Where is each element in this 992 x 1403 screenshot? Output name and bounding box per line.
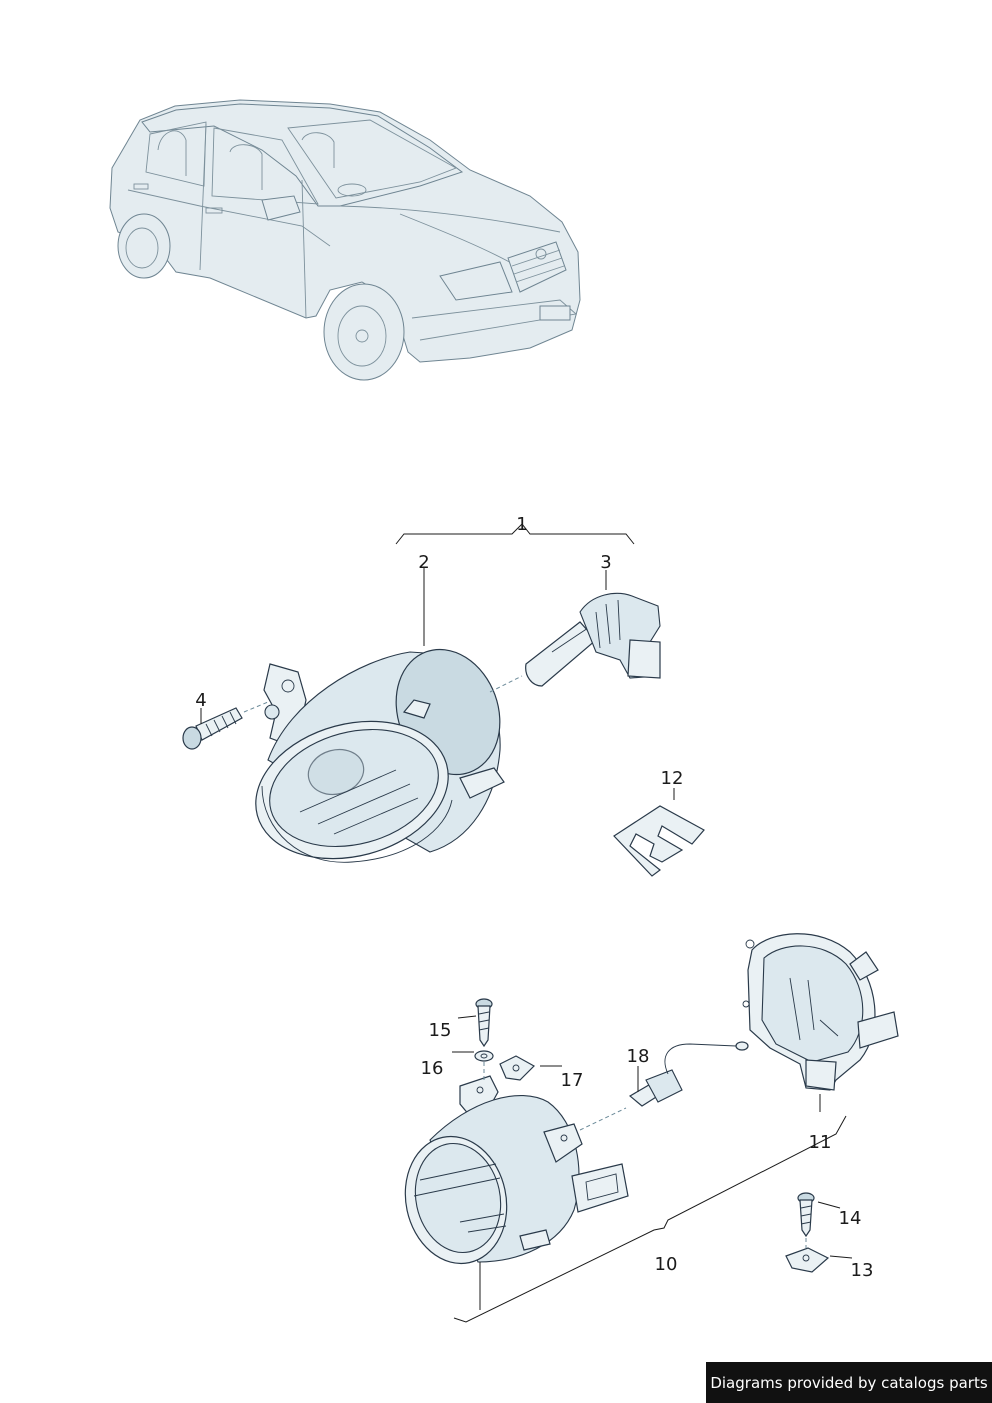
callout-15: 15 bbox=[429, 1020, 452, 1041]
screw-part-15 bbox=[475, 998, 493, 1048]
callout-1: 1 bbox=[516, 514, 527, 535]
callout-16: 16 bbox=[421, 1058, 444, 1079]
fog-light-assembly bbox=[255, 648, 505, 863]
callout-12: 12 bbox=[661, 768, 684, 789]
callout-2: 2 bbox=[418, 552, 429, 573]
leader-13 bbox=[829, 1255, 853, 1259]
nut-part-13 bbox=[785, 1247, 830, 1273]
connector-part-18 bbox=[579, 1041, 749, 1131]
callout-10: 10 bbox=[655, 1254, 678, 1275]
watermark-banner: Diagrams provided by catalogs parts bbox=[706, 1362, 992, 1403]
screw-part-4 bbox=[182, 701, 280, 750]
callout-17: 17 bbox=[561, 1070, 584, 1091]
callout-18: 18 bbox=[627, 1046, 650, 1067]
bulb-part-3 bbox=[489, 592, 661, 693]
clip-part-12 bbox=[613, 805, 705, 877]
leader-14 bbox=[817, 1201, 841, 1209]
group-bracket-10-11 bbox=[453, 1115, 847, 1323]
fog-light-part-10 bbox=[404, 1075, 629, 1265]
leader-15 bbox=[457, 1015, 477, 1019]
nut-part-17 bbox=[499, 1055, 535, 1081]
housing-part-11 bbox=[742, 933, 899, 1091]
callout-4: 4 bbox=[195, 690, 206, 711]
screw-part-14 bbox=[797, 1192, 815, 1238]
callout-13: 13 bbox=[851, 1260, 874, 1281]
group-bracket-1 bbox=[395, 523, 635, 545]
callout-14: 14 bbox=[839, 1208, 862, 1229]
car-illustration bbox=[109, 99, 581, 381]
callout-11: 11 bbox=[809, 1132, 832, 1153]
callout-3: 3 bbox=[600, 552, 611, 573]
washer-part-16 bbox=[474, 1050, 494, 1062]
